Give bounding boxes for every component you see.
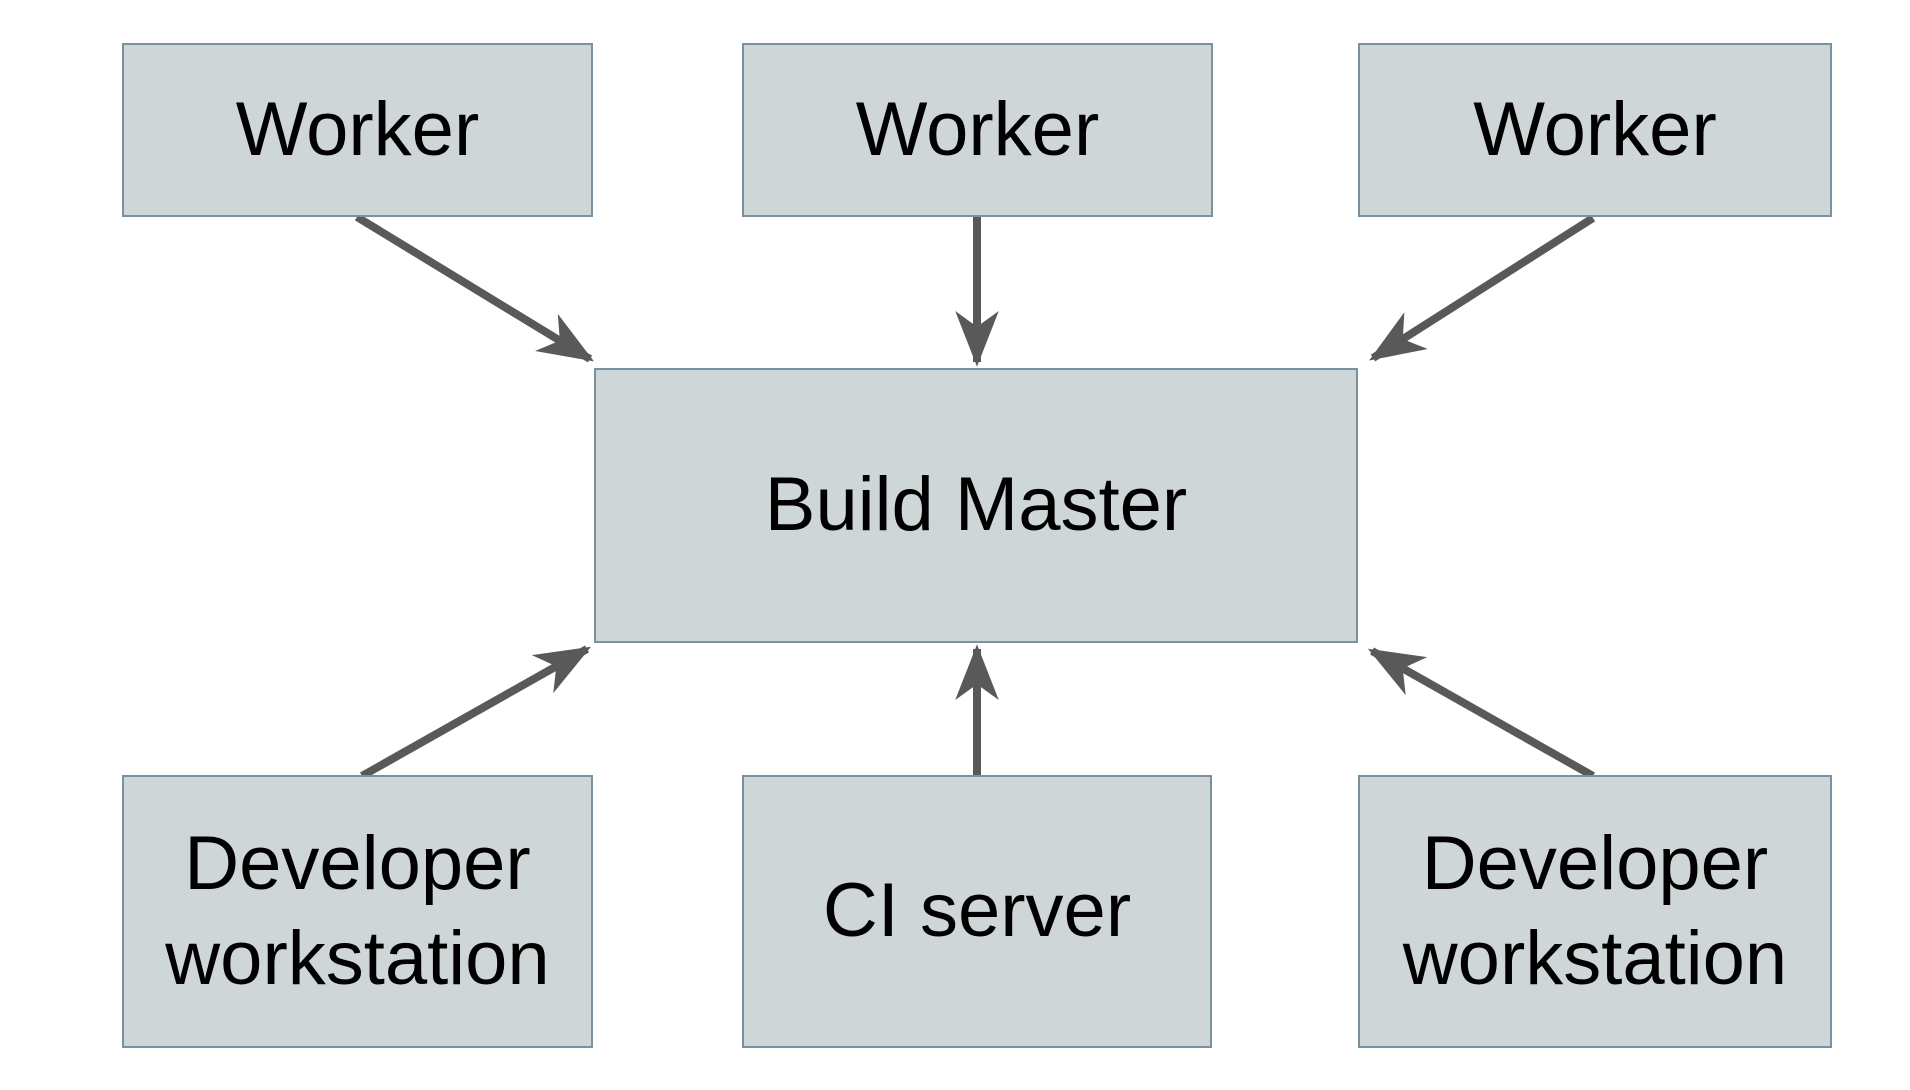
node-build-master: Build Master xyxy=(594,368,1358,643)
node-developer-workstation-1: Developer workstation xyxy=(122,775,593,1048)
node-worker-3-label: Worker xyxy=(1473,86,1717,172)
node-developer-workstation-2-label: Developer workstation xyxy=(1402,821,1788,1001)
node-worker-1: Worker xyxy=(122,43,593,217)
node-worker-3: Worker xyxy=(1358,43,1832,217)
node-worker-2-label: Worker xyxy=(855,86,1100,172)
node-developer-workstation-2: Developer workstation xyxy=(1358,775,1832,1048)
arrow-worker-3-to-build-master xyxy=(1369,214,1596,362)
node-developer-workstation-1-label: Developer workstation xyxy=(165,821,550,1001)
node-ci-server: CI server xyxy=(742,775,1212,1048)
node-build-master-label: Build Master xyxy=(764,462,1188,548)
node-worker-2: Worker xyxy=(742,43,1213,217)
arrow-developer-workstation-2-to-build-master xyxy=(1367,647,1595,780)
node-worker-1-label: Worker xyxy=(235,86,480,172)
node-ci-server-label: CI server xyxy=(822,868,1132,954)
arrow-worker-1-to-build-master xyxy=(354,213,594,363)
arrow-developer-workstation-1-to-build-master xyxy=(360,645,592,780)
